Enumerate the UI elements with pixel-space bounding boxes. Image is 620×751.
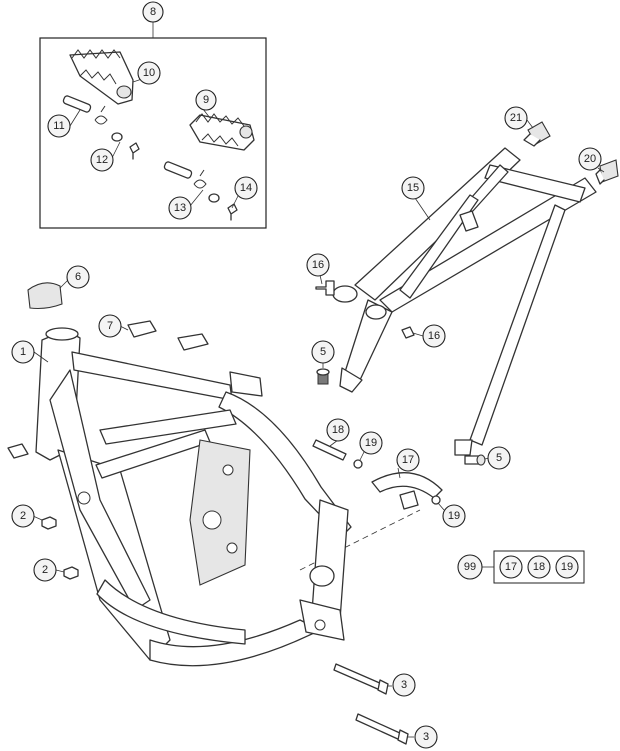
callout-2-upper: 2 [11,504,35,528]
callout-16-left: 16 [306,253,330,277]
callout-20: 20 [578,147,602,171]
repair-kit: 99 17 18 19 [457,550,585,584]
callout-11: 11 [47,114,71,138]
callout-3-lower: 3 [414,725,438,749]
callout-20-label: 20 [584,153,596,165]
frame-protectors [119,320,209,351]
callout-10: 10 [137,61,161,85]
kit-item-19-label: 19 [561,561,573,573]
kit-item-18-label: 18 [533,561,545,573]
footpeg-left [69,49,134,105]
callout-2-lower-label: 2 [42,564,48,576]
callout-12: 12 [90,148,114,172]
kit-number-label: 99 [464,561,476,573]
bolt-3-upper [333,663,392,695]
screw-5-left [316,362,330,385]
callout-18-label: 18 [332,424,344,436]
callout-5-right: 5 [487,446,511,470]
nut-2-upper [32,515,57,530]
footpeg-group [39,22,267,229]
callout-2-upper-label: 2 [20,510,26,522]
callout-5-right-label: 5 [496,452,502,464]
callout-7-label: 7 [107,320,113,332]
kit-item-19: 19 [555,555,579,579]
kit-item-17-label: 17 [505,561,517,573]
callout-17-label: 17 [402,454,414,466]
callout-9-label: 9 [203,94,209,106]
callout-7: 7 [98,314,122,338]
callout-6: 6 [66,265,90,289]
chain-sliding-guide [299,439,445,571]
callout-16-right: 16 [422,324,446,348]
callout-16-right-label: 16 [428,330,440,342]
callout-10-label: 10 [143,67,155,79]
callout-9: 9 [195,89,217,111]
callout-19-lower-label: 19 [448,510,460,522]
pin-left [62,95,140,160]
callout-99: 99 [457,554,483,580]
callout-1-label: 1 [20,346,26,358]
callout-3-lower-label: 3 [423,731,429,743]
screw-16-right [401,326,424,339]
screw-16-left [315,274,335,296]
rubber-buffer-21 [523,119,551,147]
pin-right [163,161,238,221]
callout-3-upper: 3 [392,673,416,697]
frame-cap [27,279,69,310]
callout-2-lower: 2 [33,558,57,582]
callout-14: 14 [234,176,258,200]
screw-5-right [464,454,490,466]
rubber-buffer-20 [595,159,619,185]
callout-21-label: 21 [510,112,522,124]
bolt-3-lower [355,713,414,745]
callout-5-left: 5 [311,340,335,364]
callout-11-label: 11 [53,120,64,132]
callout-13: 13 [168,196,192,220]
callout-8: 8 [142,1,164,23]
callout-19-upper: 19 [359,431,383,455]
callout-1: 1 [11,340,35,364]
callout-8-label: 8 [150,6,156,18]
callout-15: 15 [401,176,425,200]
subframe [332,147,597,456]
callout-5-left-label: 5 [320,346,326,358]
callout-14-label: 14 [240,182,252,194]
callout-3-upper-label: 3 [401,679,407,691]
callout-12-label: 12 [96,154,108,166]
callout-16-left-label: 16 [312,259,324,271]
callout-19-lower: 19 [442,504,466,528]
callout-13-label: 13 [174,202,186,214]
callout-6-label: 6 [75,271,81,283]
callout-17: 17 [396,448,420,472]
kit-item-18: 18 [527,555,551,579]
callout-15-label: 15 [407,182,419,194]
callout-21: 21 [504,106,528,130]
repair-kit-box [493,550,585,584]
footpeg-right [189,113,255,151]
callout-18: 18 [326,418,350,442]
nut-2-lower [55,566,79,580]
callout-19-upper-label: 19 [365,437,377,449]
main-frame [7,327,352,667]
kit-item-17: 17 [499,555,523,579]
